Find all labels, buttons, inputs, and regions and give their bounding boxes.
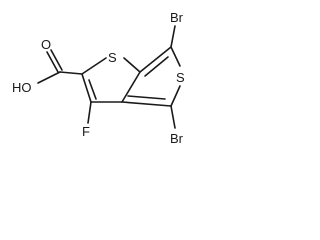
bond-c3a-c6a <box>121 71 141 103</box>
bond-c4-c3a <box>121 101 172 107</box>
bond-c6-s5 <box>170 46 181 67</box>
bond-s5-c4 <box>170 85 181 107</box>
sulfur-label-left: S <box>108 50 117 65</box>
bond-c4-br <box>170 105 176 129</box>
bond-c2-s1 <box>81 57 107 75</box>
carbonyl-oxygen-label: O <box>41 37 51 52</box>
sulfur-label-right: S <box>176 70 185 85</box>
bond-c2-c3-inner <box>88 79 97 100</box>
bond-carboxyl-to-ring <box>59 71 83 75</box>
bromine-label-top: Br <box>170 10 184 25</box>
bromine-label-bottom: Br <box>170 131 184 146</box>
bond-c4-c3a-inner <box>127 95 166 100</box>
bond-c6a-c6 <box>139 46 172 73</box>
fluorine-label: F <box>82 124 90 139</box>
hydroxyl-label: HO <box>12 80 32 95</box>
bond-carboxyl-c-o-1 <box>46 51 59 73</box>
bond-carboxyl-c-oh <box>37 71 61 84</box>
bond-s1-c6a <box>123 57 141 73</box>
bond-c3-f <box>87 101 92 124</box>
bond-carboxyl-c-o-2 <box>50 49 63 71</box>
molecule-structure-diagram: Br Br S S HO O F <box>12 10 185 146</box>
bond-c2-c3 <box>81 73 92 103</box>
bond-c6-br <box>170 25 176 48</box>
bond-c6a-c6-inner <box>144 56 169 77</box>
